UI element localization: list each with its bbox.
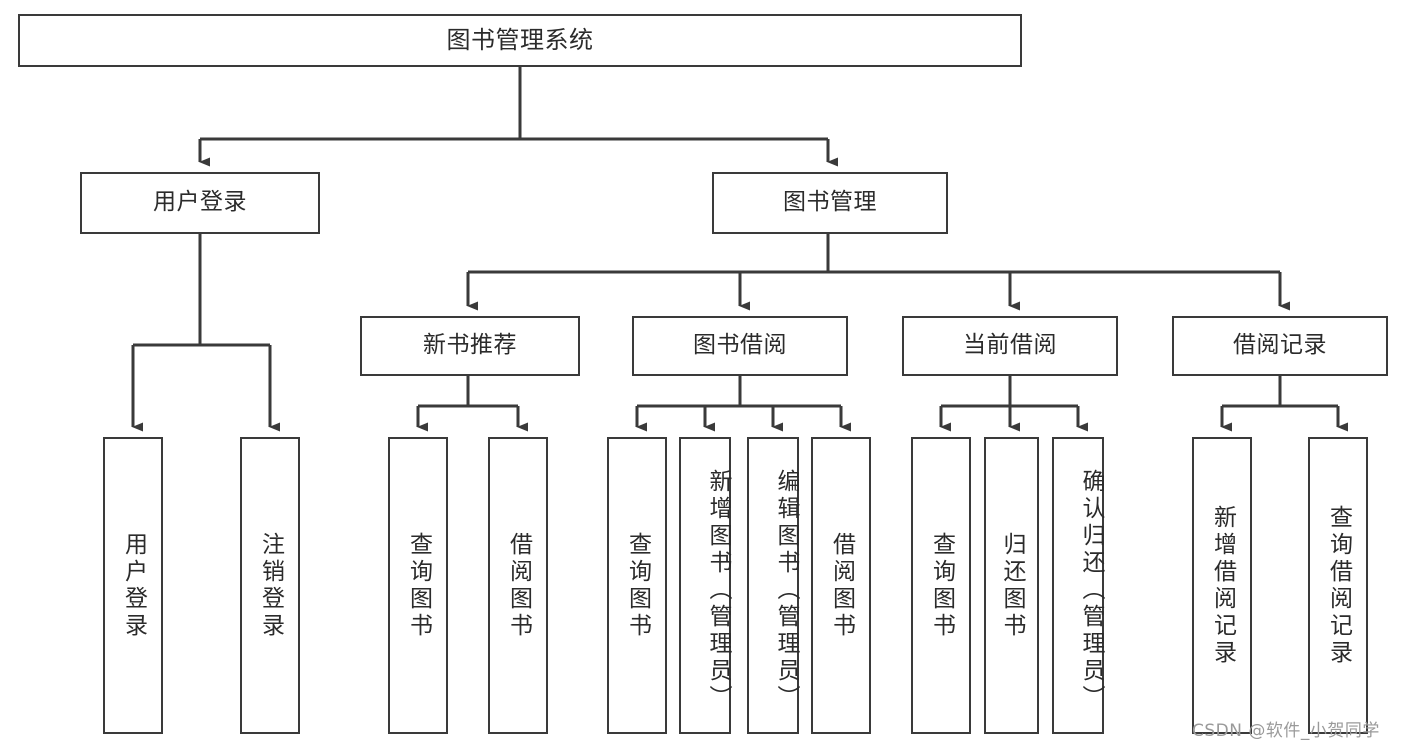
leaf-record-add-borrow-record[interactable]: 新增借阅记录	[1192, 437, 1252, 734]
node-book-borrow[interactable]: 图书借阅	[632, 316, 848, 376]
leaf-record-search-borrow-record[interactable]: 查询借阅记录	[1308, 437, 1368, 734]
leaf-recommend-borrow-book[interactable]: 借阅图书	[488, 437, 548, 734]
leaf-borrow-add-book-admin[interactable]: 新增图书（管理员）	[679, 437, 731, 734]
leaf-borrow-search-book[interactable]: 查询图书	[607, 437, 667, 734]
leaf-user-login-signout[interactable]: 注销登录	[240, 437, 300, 734]
csdn-watermark: CSDN @软件_小贺同学	[1192, 721, 1380, 741]
leaf-current-confirm-return-admin[interactable]: 确认归还（管理员）	[1052, 437, 1104, 734]
leaf-current-return-book[interactable]: 归还图书	[984, 437, 1039, 734]
node-root-system[interactable]: 图书管理系统	[18, 14, 1022, 67]
leaf-borrow-borrow-book[interactable]: 借阅图书	[811, 437, 871, 734]
node-borrow-record[interactable]: 借阅记录	[1172, 316, 1388, 376]
leaf-user-login-signin[interactable]: 用户登录	[103, 437, 163, 734]
node-book-management[interactable]: 图书管理	[712, 172, 948, 234]
leaf-borrow-edit-book-admin[interactable]: 编辑图书（管理员）	[747, 437, 799, 734]
node-current-borrow[interactable]: 当前借阅	[902, 316, 1118, 376]
node-user-login[interactable]: 用户登录	[80, 172, 320, 234]
leaf-recommend-search-book[interactable]: 查询图书	[388, 437, 448, 734]
leaf-current-search-book[interactable]: 查询图书	[911, 437, 971, 734]
node-new-book-recommend[interactable]: 新书推荐	[360, 316, 580, 376]
